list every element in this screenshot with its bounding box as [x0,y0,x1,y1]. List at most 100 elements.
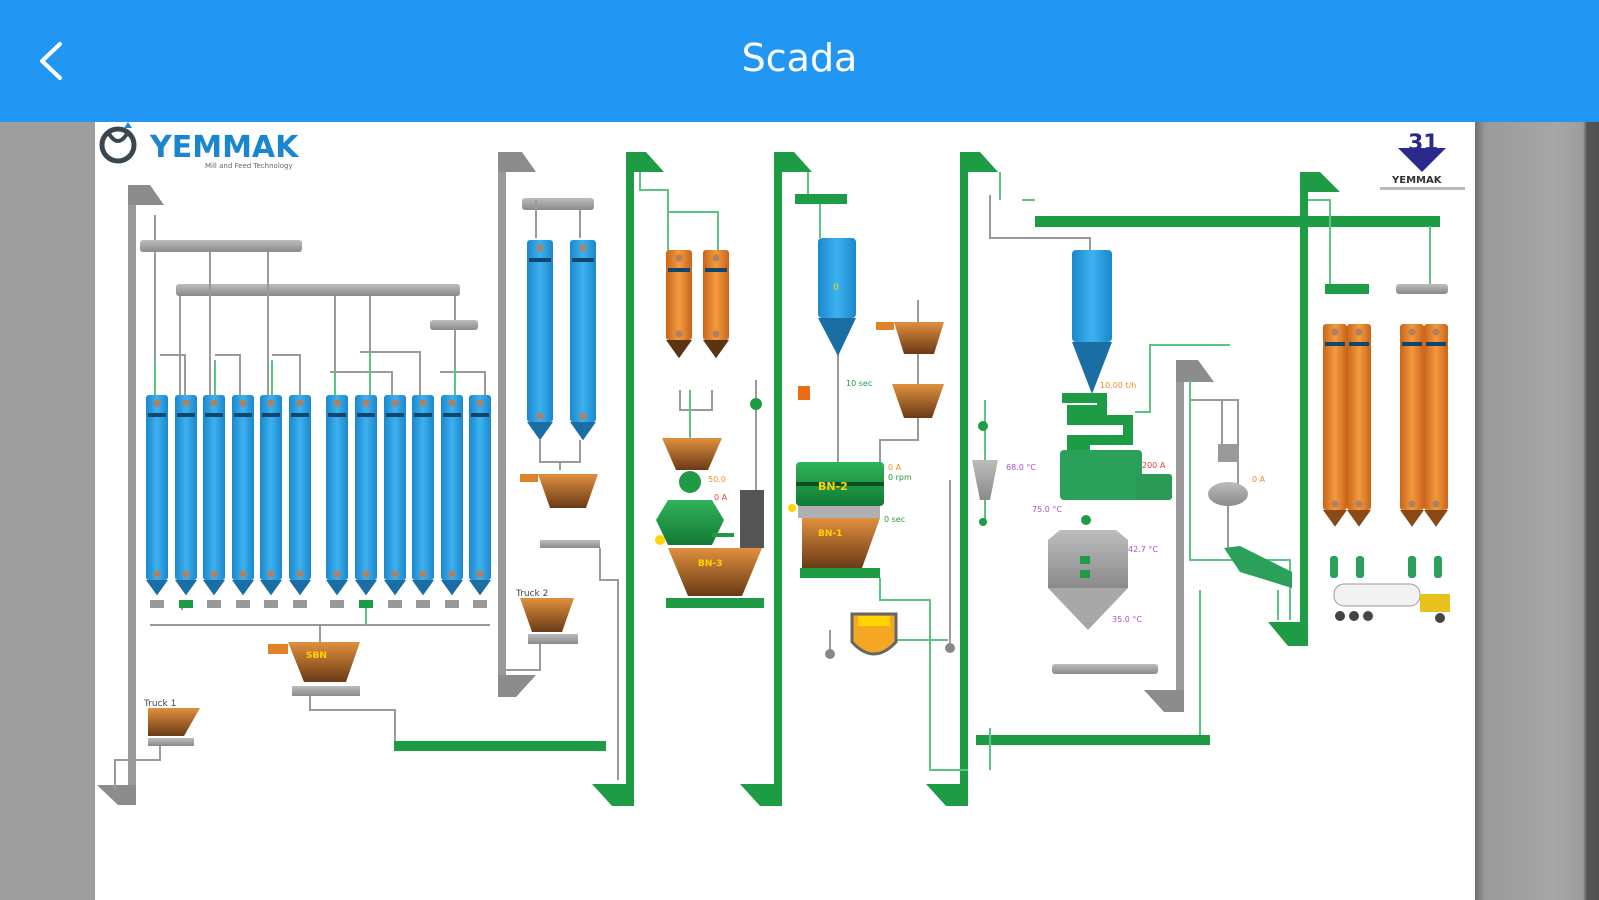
bulk-silo-9[interactable] [384,395,406,596]
svg-text:0: 0 [833,283,839,293]
premix-silo-2[interactable] [570,240,596,441]
yemmak-logo: YEMMAK Mill and Feed Technology [99,122,300,170]
scada-svg: YEMMAK Mill and Feed Technology 31 YEMMA… [97,122,1465,806]
svg-text:31: 31 [1408,131,1439,156]
svg-text:50.0: 50.0 [708,475,726,484]
bulk-silo-8[interactable] [355,395,377,596]
slide-gate-valve [445,600,459,608]
elevator-3[interactable] [1144,360,1214,712]
svg-text:0 A: 0 A [1252,475,1266,484]
conveyor-green-7 [1325,284,1369,294]
conveyor-3 [430,320,478,330]
conveyor-green-2 [666,598,764,608]
sieve[interactable] [1224,546,1292,588]
hammer-mill[interactable] [655,398,764,548]
ingredient-silo-2[interactable] [703,250,729,359]
bulk-silo-5[interactable] [260,395,282,596]
finished-silo-4[interactable] [1424,324,1448,527]
svg-text:0 rpm: 0 rpm [888,473,912,482]
slide-gate-valve [264,600,278,608]
bulk-silo-3[interactable] [203,395,225,596]
conveyor-green-1 [394,741,606,751]
svg-text:0 A: 0 A [888,463,902,472]
svg-text:0 A: 0 A [714,493,728,502]
hoppers[interactable]: SBN BN-3 BN-1 [148,322,944,736]
slide-gate-valve [359,600,373,608]
elevator-1[interactable] [97,185,164,805]
finished-silo-3[interactable] [1400,324,1424,527]
finished-product-silos [1323,324,1448,527]
svg-text:0 sec: 0 sec [884,515,905,524]
right-logo-text: YEMMAK [1391,175,1443,186]
conveyor-10 [1396,284,1448,294]
mid-orange-silos [666,250,729,359]
finished-silo-1[interactable] [1323,324,1347,527]
pellet-silo[interactable] [1072,250,1112,394]
finished-silo-2[interactable] [1347,324,1371,527]
liquid-tank[interactable] [825,612,955,659]
left-gutter [0,122,95,900]
pre-pellet-silo[interactable]: 0 [818,238,856,356]
cooler[interactable] [1048,530,1128,630]
bin-mixer [802,518,880,568]
bulk-silo-4[interactable] [232,395,254,596]
ingredient-silo-1[interactable] [666,250,692,359]
hopper-liquid [894,322,944,354]
scroll-gutter[interactable] [1475,122,1599,900]
conveyor-green-3 [795,194,847,204]
elevator-green-1[interactable] [592,152,664,806]
tall-blue-silos [527,240,596,441]
svg-text:200 A: 200 A [1142,461,1166,470]
conveyor-1 [140,240,302,252]
mixer[interactable]: BN-2 [788,462,884,518]
svg-text:10.00 t/h: 10.00 t/h [1100,381,1136,390]
slide-gate-valve [179,600,193,608]
hopper-small [892,384,944,418]
svg-text:BN-1: BN-1 [818,529,842,539]
bulk-silo-11[interactable] [441,395,463,596]
svg-text:BN-2: BN-2 [818,480,848,493]
conveyors[interactable] [140,194,1448,751]
crumbler[interactable] [1208,444,1248,506]
right-logo: 31 YEMMAK [1380,131,1465,190]
svg-text:BN-3: BN-3 [698,559,722,569]
conveyor-4 [522,198,594,210]
bulk-silo-1[interactable] [146,395,168,596]
truck2-label: Truck 2 [515,589,548,599]
pipes-gray [114,195,1239,790]
bulk-silo-10[interactable] [412,395,434,596]
bulk-silo-12[interactable] [469,395,491,596]
bin-bn3 [668,548,762,596]
slide-gate-valve [330,600,344,608]
elevator-green-4[interactable] [1268,172,1340,646]
conveyor-5 [540,540,600,548]
premix-silo-1[interactable] [527,240,553,441]
slide-gate-valve [150,600,164,608]
cyclone[interactable] [972,421,998,526]
elevator-green-2[interactable] [740,152,812,806]
slide-gate-valve [416,600,430,608]
slide-gate-valve [207,600,221,608]
bulk-silo-2[interactable] [175,395,197,596]
pellet-press[interactable] [1060,393,1172,525]
slide-gate-valve [236,600,250,608]
slide-gate-valve [473,600,487,608]
conveyor-9 [1052,664,1158,674]
tanker-truck[interactable] [1330,556,1450,623]
bulk-silo-6[interactable] [289,395,311,596]
conveyor-6 [528,634,578,644]
svg-text:42.7 °C: 42.7 °C [1128,545,1158,554]
chevron-left-icon [40,42,62,80]
slide-gate-valve [293,600,307,608]
hopper-mill [662,438,722,470]
scada-diagram[interactable]: YEMMAK Mill and Feed Technology 31 YEMMA… [95,122,1475,900]
page-title: Scada [741,36,858,80]
hopper-premix [538,474,598,508]
logo-text: YEMMAK [149,130,300,165]
svg-text:75.0 °C: 75.0 °C [1032,505,1062,514]
conveyor-2 [176,284,460,296]
elevator-green-3[interactable] [926,152,998,806]
bulk-silo-7[interactable] [326,395,348,596]
back-button[interactable] [30,36,80,86]
elevator-2[interactable] [498,152,536,697]
